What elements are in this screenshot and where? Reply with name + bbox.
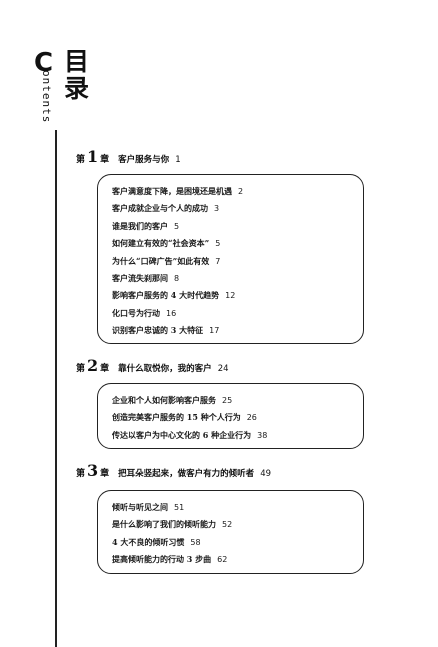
section-entry[interactable]: 识别客户忠诚的 3 大特征 17 [112,322,363,339]
chapter-suffix: 章 [100,469,110,479]
section-page: 51 [174,503,185,512]
section-title: 客户成就企业与个人的成功 [112,203,208,214]
chapter-3-sections: 倾听与听见之间 51 是什么影响了我们的倾听能力 52 4 大不良的倾听习惯 58 提… [97,490,364,574]
chapter-title: 把耳朵竖起来，做客户有力的倾听者 [118,469,255,479]
section-title: 创造完美客户服务的 15 种个人行为 [112,412,241,423]
chapter-suffix: 章 [100,155,110,165]
section-entry[interactable]: 影响客户服务的 4 大时代趋势 12 [112,287,363,304]
section-page: 12 [225,291,236,301]
section-entry[interactable]: 客户流失刹那间 8 [112,270,363,287]
section-title: 是什么影响了我们的倾听能力 [112,519,216,530]
chapter-number: 3 [87,461,99,480]
chapter-page: 24 [217,364,229,374]
section-entry[interactable]: 提高倾听能力的行动 3 步曲 62 [112,551,363,568]
section-title: 识别客户忠诚的 3 大特征 [112,325,204,336]
section-title: 提高倾听能力的行动 3 步曲 [112,554,212,565]
section-page: 5 [174,221,180,231]
section-entry[interactable]: 化口号为行动 16 [112,305,363,322]
section-title: 客户满意度下降，是困境还是机遇 [112,186,232,196]
section-entry[interactable]: 4 大不良的倾听习惯 58 [112,534,363,551]
section-page: 2 [238,187,244,196]
section-page: 17 [209,326,220,336]
chapter-page: 1 [175,155,181,165]
section-page: 52 [222,520,233,530]
chapter-heading-1[interactable]: 第 1 章 客户服务与你 1 [76,147,181,166]
section-page: 3 [214,204,220,214]
section-title: 化口号为行动 [112,307,160,318]
section-title: 为什么“口碑广告”如此有效 [112,255,210,266]
chapter-page: 49 [260,469,272,479]
section-title: 谁是我们的客户 [112,220,168,231]
section-entry[interactable]: 为什么“口碑广告”如此有效 7 [112,253,363,270]
section-page: 58 [190,537,201,547]
section-title: 客户流失刹那间 [112,272,168,283]
section-title: 如何建立有效的“社会资本” [112,238,210,249]
chapter-title: 客户服务与你 [118,155,170,165]
chapter-title: 靠什么取悦你，我的客户 [118,364,212,374]
chapter-heading-3[interactable]: 第 3 章 把耳朵竖起来，做客户有力的倾听者 49 [76,461,271,480]
chapter-number: 2 [87,356,99,375]
section-title: 4 大不良的倾听习惯 [112,536,185,547]
section-title: 影响客户服务的 4 大时代趋势 [112,290,220,301]
section-entry[interactable]: 创造完美客户服务的 15 种个人行为 26 [112,409,363,426]
section-title: 传达以客户为中心文化的 6 种企业行为 [112,429,252,440]
section-entry[interactable]: 谁是我们的客户 5 [112,218,363,235]
section-entry[interactable]: 客户成就企业与个人的成功 3 [112,200,363,217]
section-page: 8 [174,273,180,283]
section-entry[interactable]: 如何建立有效的“社会资本” 5 [112,235,363,252]
chapter-number: 1 [87,147,99,166]
section-title: 企业和个人如何影响客户服务 [112,395,216,405]
section-entry[interactable]: 客户满意度下降，是困境还是机遇 2 [112,183,363,200]
chapter-prefix: 第 [76,469,86,479]
chapter-2-sections: 企业和个人如何影响客户服务 25 创造完美客户服务的 15 种个人行为 26 传达以… [97,383,364,449]
section-page: 5 [215,239,221,249]
chapter-prefix: 第 [76,155,86,165]
section-entry[interactable]: 倾听与听见之间 51 [112,499,363,516]
side-label-initial: C [34,48,54,78]
section-page: 7 [215,256,221,266]
section-entry[interactable]: 传达以客户为中心文化的 6 种企业行为 38 [112,427,363,444]
section-page: 16 [166,308,177,318]
side-label-rest: ontents [40,70,53,124]
chapter-prefix: 第 [76,364,86,374]
section-page: 38 [257,430,268,440]
section-entry[interactable]: 企业和个人如何影响客户服务 25 [112,392,363,409]
section-page: 26 [246,413,257,423]
margin-rule [55,130,57,647]
section-page: 25 [222,396,233,405]
chapter-suffix: 章 [100,364,110,374]
section-title: 倾听与听见之间 [112,502,168,512]
chapter-heading-2[interactable]: 第 2 章 靠什么取悦你，我的客户 24 [76,356,229,375]
page-title: 目录 [64,47,90,103]
section-entry[interactable]: 是什么影响了我们的倾听能力 52 [112,516,363,533]
section-page: 62 [217,555,228,565]
